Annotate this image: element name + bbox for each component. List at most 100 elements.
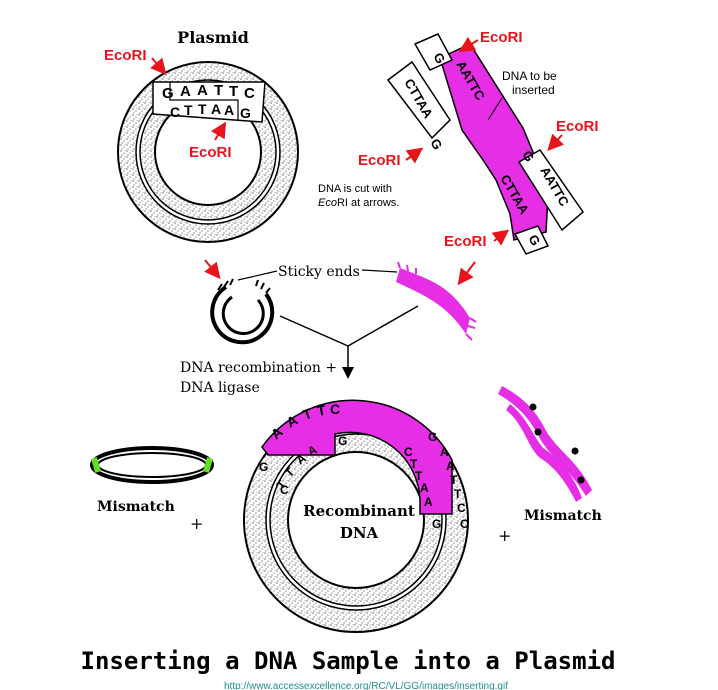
sticky-right-leader	[361, 269, 398, 273]
mismatch-left-green-ends	[91, 457, 213, 473]
insert-right-cap	[513, 225, 550, 255]
recombinant-right-c-base: T	[415, 469, 423, 483]
plasmid-top-base: G	[162, 85, 174, 102]
recombinant-right-c-base: A	[420, 481, 429, 495]
plasmid-ecori-top-arrow	[150, 57, 167, 76]
recombinant-right-a-strand: A A T T C	[440, 445, 466, 515]
process-line2: DNA ligase	[180, 380, 260, 396]
mismatch-right-dot	[529, 403, 537, 411]
mismatch-right-strand-a	[498, 386, 592, 496]
recombinant-right-a-base: T	[450, 473, 458, 487]
sticky-ends-group: Sticky ends DNA recombination + DNA liga…	[180, 259, 477, 396]
cut-insert-sticky-bases	[397, 261, 477, 341]
plasmid-bottom-base: G	[240, 105, 251, 121]
plasmid-top-strand: G A A T T C	[162, 82, 255, 102]
recombinant-group: A A T T C T T A A G G C G C T T A A A A …	[243, 399, 469, 633]
recombinant-left-c: C	[280, 483, 289, 497]
mismatch-right-dot	[577, 476, 585, 484]
recombinant-right-inner-g: G	[432, 517, 441, 531]
plasmid-bottom-base: A	[211, 101, 221, 117]
plasmid-bottom-base: C	[170, 104, 180, 120]
recombinant-right-a-base: C	[457, 501, 466, 515]
mismatch-left-ring-outer	[90, 446, 214, 484]
insert-dna-group: G CTTAA AATTC G CTTAA G AATTC G DNA to b…	[318, 29, 599, 255]
mismatch-left-group: Mismatch +	[90, 446, 214, 533]
mismatch-left-ring-inner	[97, 452, 207, 478]
opened-plasmid-sticky-bases	[217, 278, 271, 294]
cut-note-line2: EcoRI at arrows.	[318, 197, 399, 209]
insert-ecori-mid-arrow	[405, 147, 424, 164]
plasmid-ecori-inner-arrow	[210, 121, 227, 141]
recombinant-right-c-base: A	[424, 495, 433, 509]
converge-left-line	[279, 315, 349, 347]
opened-plasmid-inner	[221, 295, 265, 336]
recombinant-center	[287, 451, 425, 589]
recombinant-insert-arc	[261, 399, 453, 515]
plasmid-top-base: A	[180, 83, 191, 100]
recombinant-right-c-strand: C T T A A	[404, 445, 433, 509]
plasmid-site-box	[152, 81, 266, 123]
plasmid-bottom-base: T	[198, 101, 207, 117]
footer-title: Inserting a DNA Sample into a Plasmid	[81, 647, 616, 675]
recombinant-inner-base: G	[338, 434, 347, 448]
recombinant-right-a-base: T	[454, 487, 462, 501]
cut-note-italic: Eco	[318, 197, 337, 209]
recombinant-right-a-base: A	[446, 459, 455, 473]
plasmid-title: Plasmid	[177, 28, 249, 47]
insert-left-cap	[413, 33, 454, 71]
plasmid-ecori-top-label: EcoRI	[104, 47, 147, 64]
recombinant-outer-base: C	[330, 401, 340, 417]
recombinant-label-line2: DNA	[340, 524, 379, 542]
mismatch-right-group: Mismatch +	[498, 386, 602, 545]
mismatch-right-label: Mismatch	[524, 508, 602, 524]
insert-label-leader	[487, 97, 503, 121]
insert-label-line1: DNA to be	[502, 69, 557, 83]
source-url-link[interactable]: http://www.accessexcellence.org/RC/VL/GG…	[224, 681, 508, 690]
recombinant-right-a-base: A	[440, 445, 449, 459]
recombinant-label-line1: Recombinant	[303, 502, 415, 520]
recombinant-right-c-base: C	[404, 445, 413, 459]
insert-ecori-top-label: EcoRI	[480, 29, 523, 46]
recombinant-left-g: G	[259, 460, 268, 474]
plus-left: +	[190, 514, 203, 533]
plasmid-top-base: A	[197, 82, 208, 99]
sticky-ends-label: Sticky ends	[278, 264, 360, 280]
mismatch-left-label: Mismatch	[97, 499, 175, 515]
recombinant-outer-base: T	[316, 402, 328, 419]
recombinant-right-outer-c: C	[460, 517, 469, 531]
insert-ecori-mid-label: EcoRI	[358, 152, 401, 169]
plasmid-bottom-base: A	[224, 102, 234, 118]
plasmid-top-base: C	[244, 85, 255, 102]
plasmid-ecori-inner-label: EcoRI	[189, 144, 232, 161]
insert-ecori-right-label: EcoRI	[556, 118, 599, 135]
mismatch-right-dot	[571, 447, 579, 455]
insert-ecori-top-arrow	[458, 36, 479, 53]
insert-left-white-strand	[386, 60, 451, 140]
insert-ecori-bottom-label: EcoRI	[444, 233, 487, 250]
converge-right-line	[347, 305, 419, 347]
recombinant-right-g: G	[428, 430, 437, 444]
mismatch-right-strand-b	[506, 404, 582, 502]
insert-right-white-strand	[517, 149, 585, 232]
plasmid-group: Plasmid G A A T T C C T T A A G EcoRI Ec…	[104, 28, 299, 243]
insert-ecori-right-arrow	[547, 133, 565, 151]
opened-plasmid-outer	[210, 285, 275, 345]
sticky-right-red-arrow	[457, 261, 476, 286]
cut-note-line1: DNA is cut with	[318, 183, 392, 195]
cut-insert-strand	[396, 268, 470, 334]
sticky-left-leader	[237, 270, 278, 281]
insert-ecori-bottom-arrow	[491, 229, 510, 246]
recombinant-right-c-base: T	[410, 457, 418, 471]
plasmid-top-base: T	[214, 82, 223, 99]
mismatch-right-dot	[534, 428, 542, 436]
process-line1: DNA recombination +	[180, 360, 337, 376]
sticky-left-red-arrow	[204, 259, 221, 280]
plasmid-bottom-strand: C T T A A G	[170, 101, 251, 121]
plus-right: +	[498, 526, 511, 545]
cut-note-rest: RI at arrows.	[337, 197, 399, 209]
plasmid-bottom-base: T	[184, 102, 193, 118]
insert-label-line2: inserted	[512, 83, 555, 97]
plasmid-top-base: T	[229, 83, 238, 100]
insert-pink-mid-g: G	[427, 136, 445, 152]
